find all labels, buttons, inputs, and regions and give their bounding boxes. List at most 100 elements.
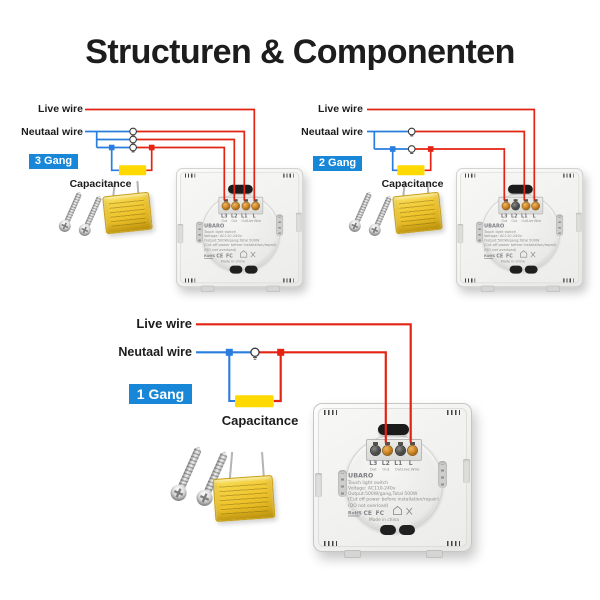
capacitor-live-wire: [273, 355, 282, 403]
bottom-slot: [244, 265, 258, 274]
terminal-screw-l3: [222, 202, 230, 210]
terminal-screw-l1: [522, 202, 530, 210]
terminal-block: [366, 439, 422, 461]
wire-entry-slot: [523, 198, 528, 202]
capacitor-live-wire: [424, 151, 432, 172]
gang3-neutral-wire-label: Neutaal wire: [21, 126, 83, 138]
corner-texture: [447, 541, 460, 546]
left-clip: [338, 470, 347, 497]
top-mount-slot: [507, 184, 533, 194]
corner-texture: [464, 173, 476, 178]
terminal-block: [498, 196, 544, 215]
lamp-icon: [407, 127, 416, 137]
neutral-wire-line: [85, 130, 130, 149]
top-mount-slot: [377, 424, 409, 435]
top-mount-slot: [227, 184, 253, 194]
wire-entry-slot: [410, 441, 416, 445]
capacitor-neutral-wire: [391, 151, 398, 172]
left-edge-notch: [315, 473, 322, 497]
terminal-screw-l1: [242, 202, 250, 210]
gang2-live-wire-label: Live wire: [318, 103, 363, 115]
right-edge-notch: [463, 459, 470, 483]
right-clip: [438, 461, 447, 488]
mount-foot: [344, 550, 361, 558]
capacitor-symbol: [397, 165, 425, 176]
mount-foot: [480, 285, 495, 292]
left-clip: [476, 221, 484, 244]
lamp-icon: [407, 145, 416, 154]
right-clip: [276, 214, 284, 236]
lamp-icon: [129, 135, 137, 145]
mount-foot: [200, 285, 215, 292]
live-junction-dot: [148, 144, 155, 151]
capacitor-body: [102, 191, 153, 235]
bottom-slot: [524, 265, 538, 274]
corner-texture: [283, 173, 294, 178]
right-edge-notch: [296, 212, 302, 232]
gang2-badge: 2 Gang: [313, 156, 362, 171]
corner-texture: [324, 410, 337, 415]
neutral-junction-dot: [389, 146, 396, 152]
bottom-slot: [229, 265, 243, 274]
wire-entry-slot: [223, 198, 228, 202]
neutral-junction-dot: [225, 348, 233, 356]
left-clip: [196, 221, 204, 244]
corner-texture: [563, 173, 574, 178]
capacitor-print: [108, 199, 147, 227]
capacitor-neutral-wire: [110, 150, 120, 172]
capacitor-live-wire: [146, 150, 153, 172]
terminal-screw-l2: [383, 445, 393, 455]
page-title: Structuren & Componenten: [85, 33, 515, 71]
terminal-screw-l3: [502, 202, 510, 210]
corner-texture: [464, 278, 476, 283]
wire-entry-slot: [233, 198, 238, 202]
wire-entry-slot: [397, 441, 403, 445]
terminal-screw-l: [252, 202, 260, 210]
terminal-screw-l2: [512, 202, 520, 210]
terminal-block: [218, 196, 264, 215]
bottom-slot: [380, 525, 396, 535]
lamp-icon: [129, 143, 137, 153]
gang2-neutral-wire-label: Neutaal wire: [301, 126, 363, 138]
wire-entry-slot: [253, 198, 258, 202]
terminal-screw-l2: [232, 202, 240, 210]
wire-entry-slot: [385, 441, 391, 445]
gang1-capacitance-label: Capacitance: [221, 413, 299, 428]
capacitor-symbol: [235, 395, 274, 408]
right-edge-notch: [576, 212, 582, 232]
corner-texture: [283, 278, 294, 283]
wire-entry-slot: [243, 198, 248, 202]
wire-entry-slot: [372, 441, 378, 445]
terminal-screw-l1: [395, 445, 405, 455]
gang3-badge: 3 Gang: [29, 154, 78, 169]
left-edge-notch: [457, 224, 464, 244]
gang2-capacitance-label: Capacitance: [381, 178, 444, 190]
bottom-slot: [509, 265, 523, 274]
right-clip: [556, 214, 564, 236]
wire-entry-slot: [503, 198, 508, 202]
gang3-capacitance-label: Capacitance: [69, 178, 132, 190]
capacitor-symbol: [119, 165, 147, 176]
capacitor-print: [219, 482, 269, 515]
left-edge-notch: [177, 224, 184, 244]
neutral-junction-dot: [108, 144, 115, 151]
switch-back-plate-3gang: [176, 168, 304, 292]
mount-foot: [266, 285, 280, 292]
terminal-screw-l: [408, 445, 418, 455]
switch-back-plate-2gang: [456, 168, 584, 292]
wire-entry-slot: [513, 198, 518, 202]
lamp-icon: [250, 347, 260, 360]
corner-texture: [447, 410, 460, 415]
capacitor-body: [392, 191, 443, 235]
switch-back-plate-1gang: [313, 403, 472, 558]
mount-foot: [426, 550, 443, 558]
corner-texture: [324, 541, 337, 546]
live-junction-dot: [427, 146, 434, 152]
gang1-neutral-wire-label: Neutaal wire: [118, 345, 192, 359]
lamp-icon: [129, 127, 137, 137]
live-junction-dot: [277, 348, 285, 356]
mount-foot: [546, 285, 560, 292]
bottom-slot: [399, 525, 415, 535]
gang3-live-wire-label: Live wire: [38, 103, 83, 115]
